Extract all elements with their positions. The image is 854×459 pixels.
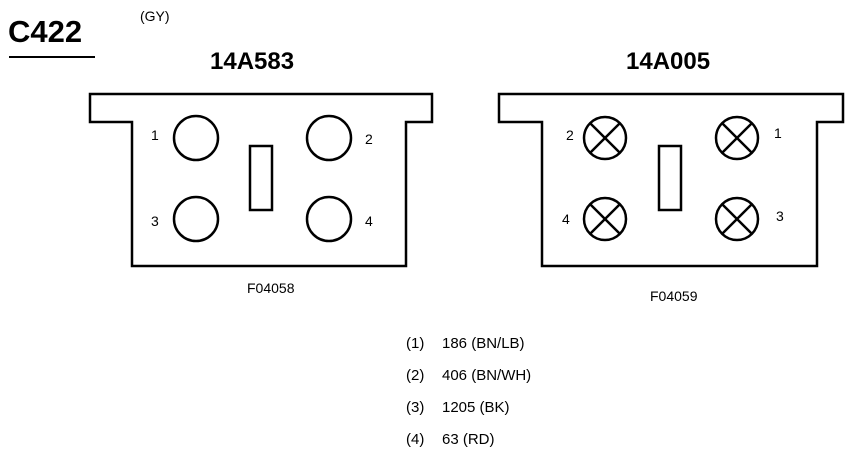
left-pin-3-label: 3 [151,213,159,229]
legend-pin: (1) [406,335,425,352]
legend-row: (2) 406 (BN/WH) [406,367,531,384]
right-pin-3-label: 3 [776,208,784,224]
right-figure-code: F04059 [650,288,698,304]
right-pin-1-terminal [714,115,760,161]
left-pin-3-socket [172,195,220,243]
left-pin-4-socket [305,195,353,243]
right-pin-2-terminal [582,115,628,161]
connector-id: C422 [8,14,83,49]
left-pin-2-label: 2 [365,131,373,147]
right-pin-1-label: 1 [774,125,782,141]
right-connector-key-slot [657,144,683,212]
legend-pin: (3) [406,399,425,416]
left-pin-1-label: 1 [151,127,159,143]
legend-circuit: 186 (BN/LB) [442,335,525,352]
connector-color-code: (GY) [140,8,170,24]
right-connector-housing [497,92,845,268]
left-pin-2-socket [305,114,353,162]
right-pin-4-terminal [582,196,628,242]
connector-id-underline [9,56,95,58]
legend-circuit: 63 (RD) [442,431,495,448]
left-figure-code: F04058 [247,280,295,296]
legend-row: (1) 186 (BN/LB) [406,335,525,352]
right-part-number: 14A005 [626,48,711,75]
left-connector-housing [88,92,434,268]
right-pin-2-label: 2 [566,127,574,143]
left-pin-1-socket [172,114,220,162]
legend-row: (3) 1205 (BK) [406,399,510,416]
legend-pin: (4) [406,431,425,448]
left-part-number: 14A583 [210,48,295,75]
legend-circuit: 406 (BN/WH) [442,367,532,384]
right-pin-4-label: 4 [562,211,570,227]
legend-row: (4) 63 (RD) [406,431,495,448]
right-pin-3-terminal [714,196,760,242]
left-pin-4-label: 4 [365,213,373,229]
left-connector-key-slot [248,144,274,212]
legend-circuit: 1205 (BK) [442,399,510,416]
legend-pin: (2) [406,367,425,384]
